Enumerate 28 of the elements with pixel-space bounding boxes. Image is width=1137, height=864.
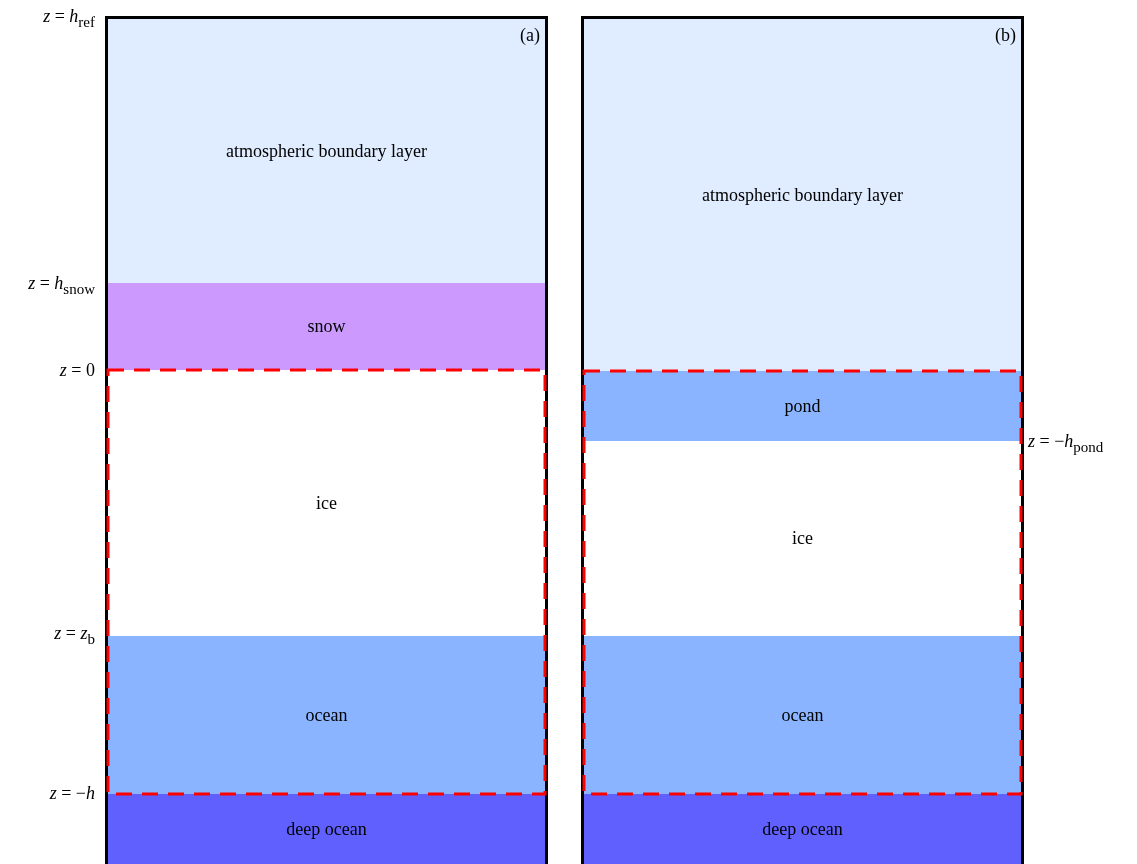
- layer-label: atmospheric boundary layer: [226, 140, 427, 162]
- layer-label: ocean: [305, 704, 348, 726]
- layer-label: ice: [792, 528, 813, 549]
- height-label: z = 0: [59, 360, 95, 380]
- column-panel: [105, 16, 548, 864]
- layer-label: deep ocean: [286, 818, 367, 840]
- height-label: z = −h$_{pond}$: [1028, 431, 1104, 457]
- layer-label: atmospheric boundary layer: [702, 184, 903, 206]
- layer-band: [108, 283, 545, 370]
- height-label: z = h$_{ref}$: [43, 6, 95, 32]
- layer-label: pond: [784, 395, 821, 417]
- layer-band: [108, 636, 545, 794]
- layer-label: ice: [316, 492, 337, 514]
- column-panel: [581, 16, 1024, 864]
- layer-band: [584, 371, 1021, 441]
- layer-label: ocean: [781, 704, 824, 726]
- height-label: z = h$_{snow}$: [28, 273, 95, 299]
- layer-band: [108, 19, 545, 283]
- layer-band: [584, 19, 1021, 371]
- layer-band: [108, 794, 545, 864]
- panel-tag: (b): [995, 25, 1016, 45]
- panel-tag: (a): [520, 25, 540, 45]
- layer-label: deep ocean: [762, 818, 843, 840]
- layer-label: snow: [307, 316, 346, 337]
- height-label: z = z$_{b}$: [54, 623, 95, 649]
- layer-band: [584, 636, 1021, 794]
- height-label: z = −h: [49, 783, 95, 803]
- layer-band: [584, 794, 1021, 864]
